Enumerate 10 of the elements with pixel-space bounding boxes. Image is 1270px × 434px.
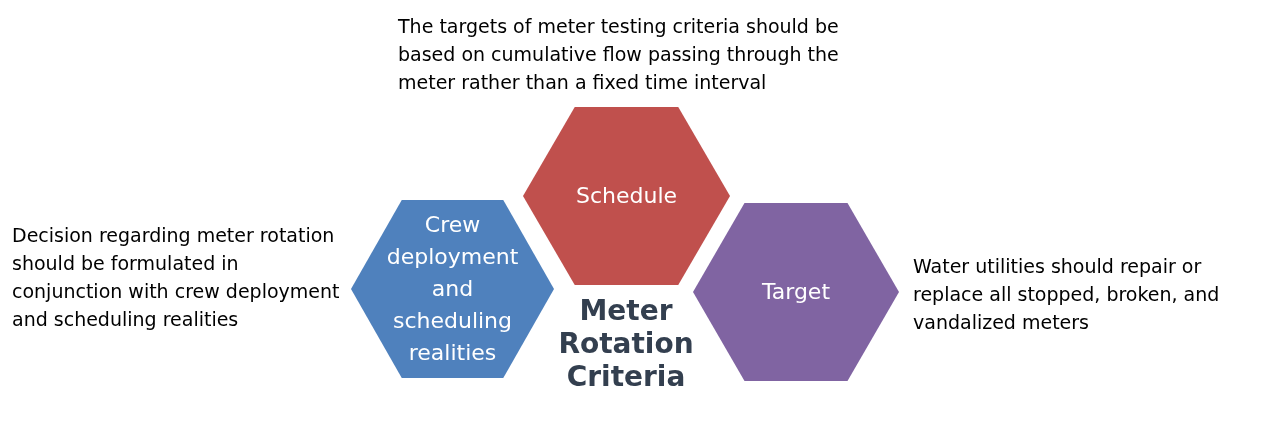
description-text: Water utilities should repair or replace all stopped, broken, and vandalized meters: [913, 254, 1221, 335]
hexagon-shape: [693, 203, 899, 381]
description-text: The targets of meter testing criteria should be based on cumulative flow passing through the meter rather than a fixed time interval: [398, 14, 840, 95]
description-text: Decision regarding meter rotation should be formulated in conjunction with crew deployment and scheduling realities: [12, 223, 341, 332]
center-title: Meter Rotation Criteria: [557, 294, 695, 393]
hexagon-shape: [523, 107, 730, 285]
hexagon-label: Crew deployment and scheduling realities: [385, 211, 520, 367]
hexagon-label: Target: [760, 278, 832, 306]
hexagon-shape: [351, 200, 554, 378]
hexagon-label: Schedule: [574, 182, 679, 210]
